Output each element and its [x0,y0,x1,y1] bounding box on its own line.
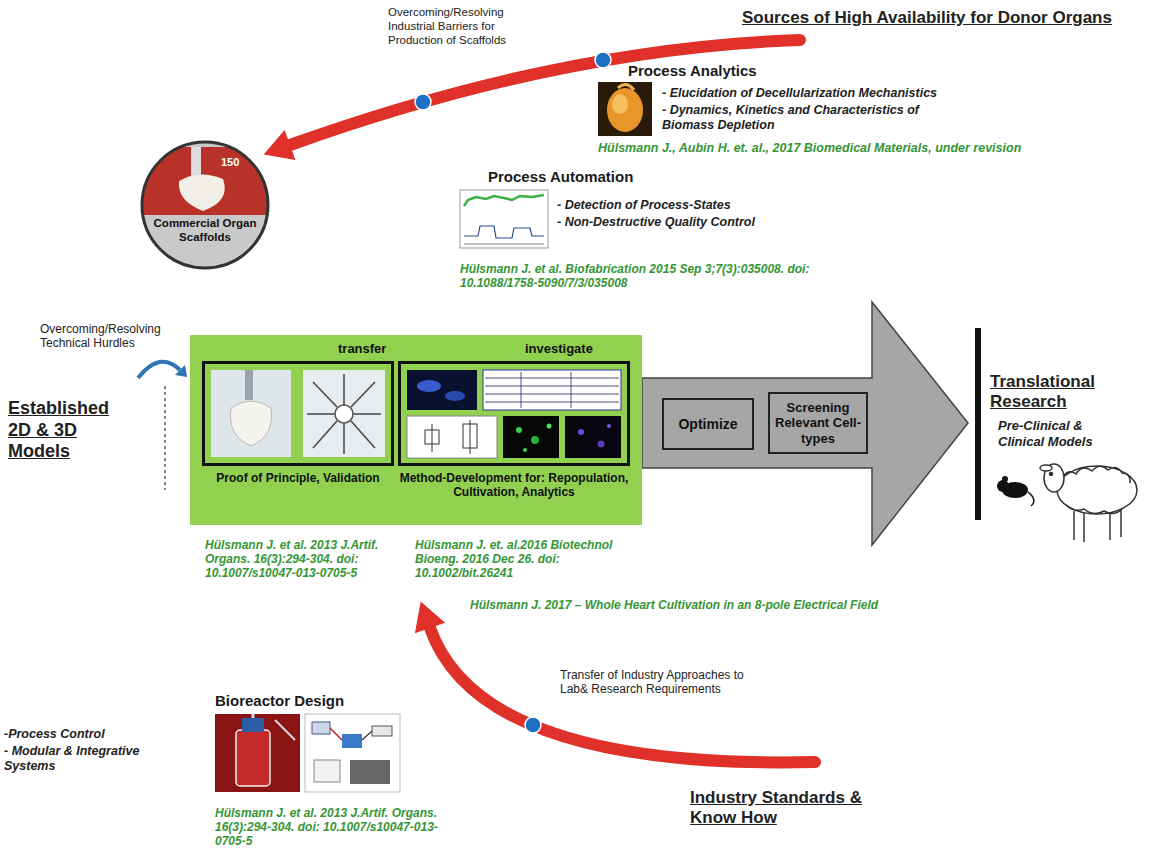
callout-number: 150 [221,156,239,169]
mouse-icon [997,476,1034,506]
process-box: Screening Relevant Cell-types [768,392,868,454]
scaffold-circle: Commercial Organ Scaffolds [139,139,271,271]
reference: Hülsmann J. et al. Biofabrication 2015 S… [460,262,860,290]
bullet-note: - Elucidation of Decellularization Mecha… [662,86,937,101]
heart-photo [598,82,652,136]
analytics-images [401,364,627,463]
subheading: Process Analytics [628,62,757,80]
blue-curved-arrow [138,362,187,378]
reference: Hülsmann J. et al. 2013 J.Artif. Organs.… [215,806,455,848]
annotation: Transfer of Industry Approaches to Lab& … [560,668,755,696]
method-box: Method-Development for: Repopulation, Cu… [398,361,630,500]
subheading: Process Automation [488,168,633,186]
gray-process-arrow [642,302,968,545]
annotation: Overcoming/Resolving Industrial Barriers… [388,5,538,47]
reference: Hülsmann J., Aubin H. et. al., 2017 Biom… [598,141,1021,155]
node-label: Proof of Principle, Validation [202,471,394,485]
subheading: Bioreactor Design [215,692,344,710]
box-frame [202,361,394,466]
bullet-note: - Dynamics, Kinetics and Characteristics… [662,103,952,133]
subtitle: Pre-Clinical & Clinical Models [998,418,1128,449]
bioreactor-photo [215,714,300,792]
node-label: Screening Relevant Cell-types [774,400,862,447]
bullet-note: - Detection of Process-States [557,198,731,213]
section-title: Translational Research [990,372,1140,413]
reference: Hülsmann J. et al. 2013 J.Artif. Organs.… [205,538,405,580]
node-label: Optimize [678,416,737,433]
method-box: Proof of Principle, Validation [202,361,394,485]
section-title: Established 2D & 3D Models [8,398,126,463]
bullet-note: - Non-Destructive Quality Control [557,215,755,230]
scaffold-photo [139,139,271,271]
process-chart [460,190,548,248]
box-frame [398,361,630,466]
node-label: transfer [338,341,386,357]
bullet-note: - Modular & Integrative Systems [4,744,172,774]
vertical-bar [975,328,981,520]
validation-photos [205,364,391,463]
reference: Hülsmann J. 2017 – Whole Heart Cultivati… [470,598,878,612]
sheep-drawing [1040,464,1137,542]
bioreactor-schematic [305,714,400,792]
process-box: Optimize [662,398,754,450]
annotation: Overcoming/Resolving Technical Hurdles [40,322,180,350]
red-arrow-bottom [415,602,815,763]
section-title: Sources of High Availability for Donor O… [742,8,1112,28]
node-label: Commercial Organ Scaffolds [147,217,263,245]
dashed-divider [164,386,165,490]
node-label: investigate [525,341,593,357]
section-title: Industry Standards & Know How [690,788,870,829]
reference: Hülsmann J. et. al.2016 Biotechnol Bioen… [415,538,630,580]
node-label: Method-Development for: Repopulation, Cu… [398,471,630,500]
workflow-band: transfer investigate Proof of Principle, … [190,335,642,525]
bullet-note: -Process Control [4,727,105,742]
